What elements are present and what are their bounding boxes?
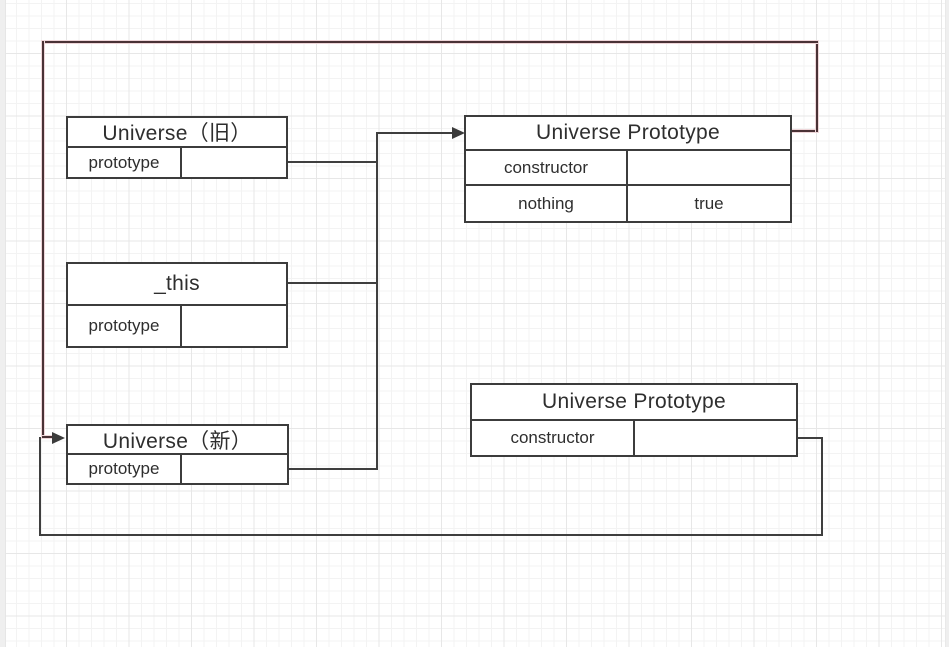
- row-value: [635, 421, 796, 455]
- connector-constructor-to-new-segment[interactable]: [796, 437, 823, 439]
- shape-universe-new[interactable]: Universe（新） prototype: [66, 424, 289, 485]
- connector-trunk-to-proto-segment[interactable]: [376, 132, 454, 134]
- connector-top-proto-to-new-segment[interactable]: [789, 129, 819, 133]
- row-key: prototype: [68, 148, 182, 177]
- row-key: constructor: [472, 421, 635, 455]
- row-value: [182, 455, 287, 483]
- row-key: prototype: [68, 455, 182, 483]
- row-value: [182, 306, 286, 346]
- row-key: nothing: [466, 186, 628, 221]
- connector-constructor-to-new-segment[interactable]: [821, 437, 823, 536]
- row-value: [628, 151, 790, 184]
- row-key: prototype: [68, 306, 182, 346]
- connector-top-proto-to-new-segment[interactable]: [41, 40, 819, 44]
- table-row: prototype: [68, 453, 287, 483]
- shape-title: Universe（新）: [102, 429, 253, 453]
- arrowhead-into-universe-new: [52, 432, 65, 444]
- connector-old-prototype-segment[interactable]: [287, 161, 378, 163]
- connector-this-prototype-segment[interactable]: [287, 282, 378, 284]
- table-row: prototype: [68, 304, 286, 346]
- shape-universe-old[interactable]: Universe（旧） prototype: [66, 116, 288, 179]
- connector-top-proto-to-new-segment[interactable]: [41, 435, 57, 439]
- table-row: constructor: [466, 149, 790, 184]
- table-row: constructor: [472, 419, 796, 455]
- connector-constructor-to-new-segment[interactable]: [39, 437, 55, 439]
- table-row: prototype: [68, 146, 286, 177]
- canvas-left-edge: [0, 0, 6, 647]
- table-row: nothing true: [466, 184, 790, 221]
- shape-universe-prototype-bottom[interactable]: Universe Prototype constructor: [470, 383, 798, 457]
- connector-constructor-to-new-segment[interactable]: [39, 437, 41, 536]
- shape-this[interactable]: _this prototype: [66, 262, 288, 348]
- shape-title: Universe Prototype: [542, 390, 726, 413]
- shape-title: Universe Prototype: [536, 121, 720, 144]
- row-key: constructor: [466, 151, 628, 184]
- arrowhead-into-top-proto: [452, 127, 465, 139]
- canvas-right-edge: [945, 0, 949, 647]
- connector-top-proto-to-new-segment[interactable]: [815, 40, 819, 133]
- row-value: [182, 148, 286, 177]
- connector-constructor-to-new-segment[interactable]: [39, 534, 823, 536]
- connector-top-proto-to-new-segment[interactable]: [41, 40, 45, 439]
- row-value: true: [694, 193, 724, 213]
- connector-new-prototype-segment[interactable]: [288, 468, 378, 470]
- shape-title: _this: [154, 272, 200, 295]
- connector-trunk-vertical-segment[interactable]: [376, 132, 378, 470]
- shape-universe-prototype-top[interactable]: Universe Prototype constructor nothing t…: [464, 115, 792, 223]
- shape-title: Universe（旧）: [102, 122, 252, 145]
